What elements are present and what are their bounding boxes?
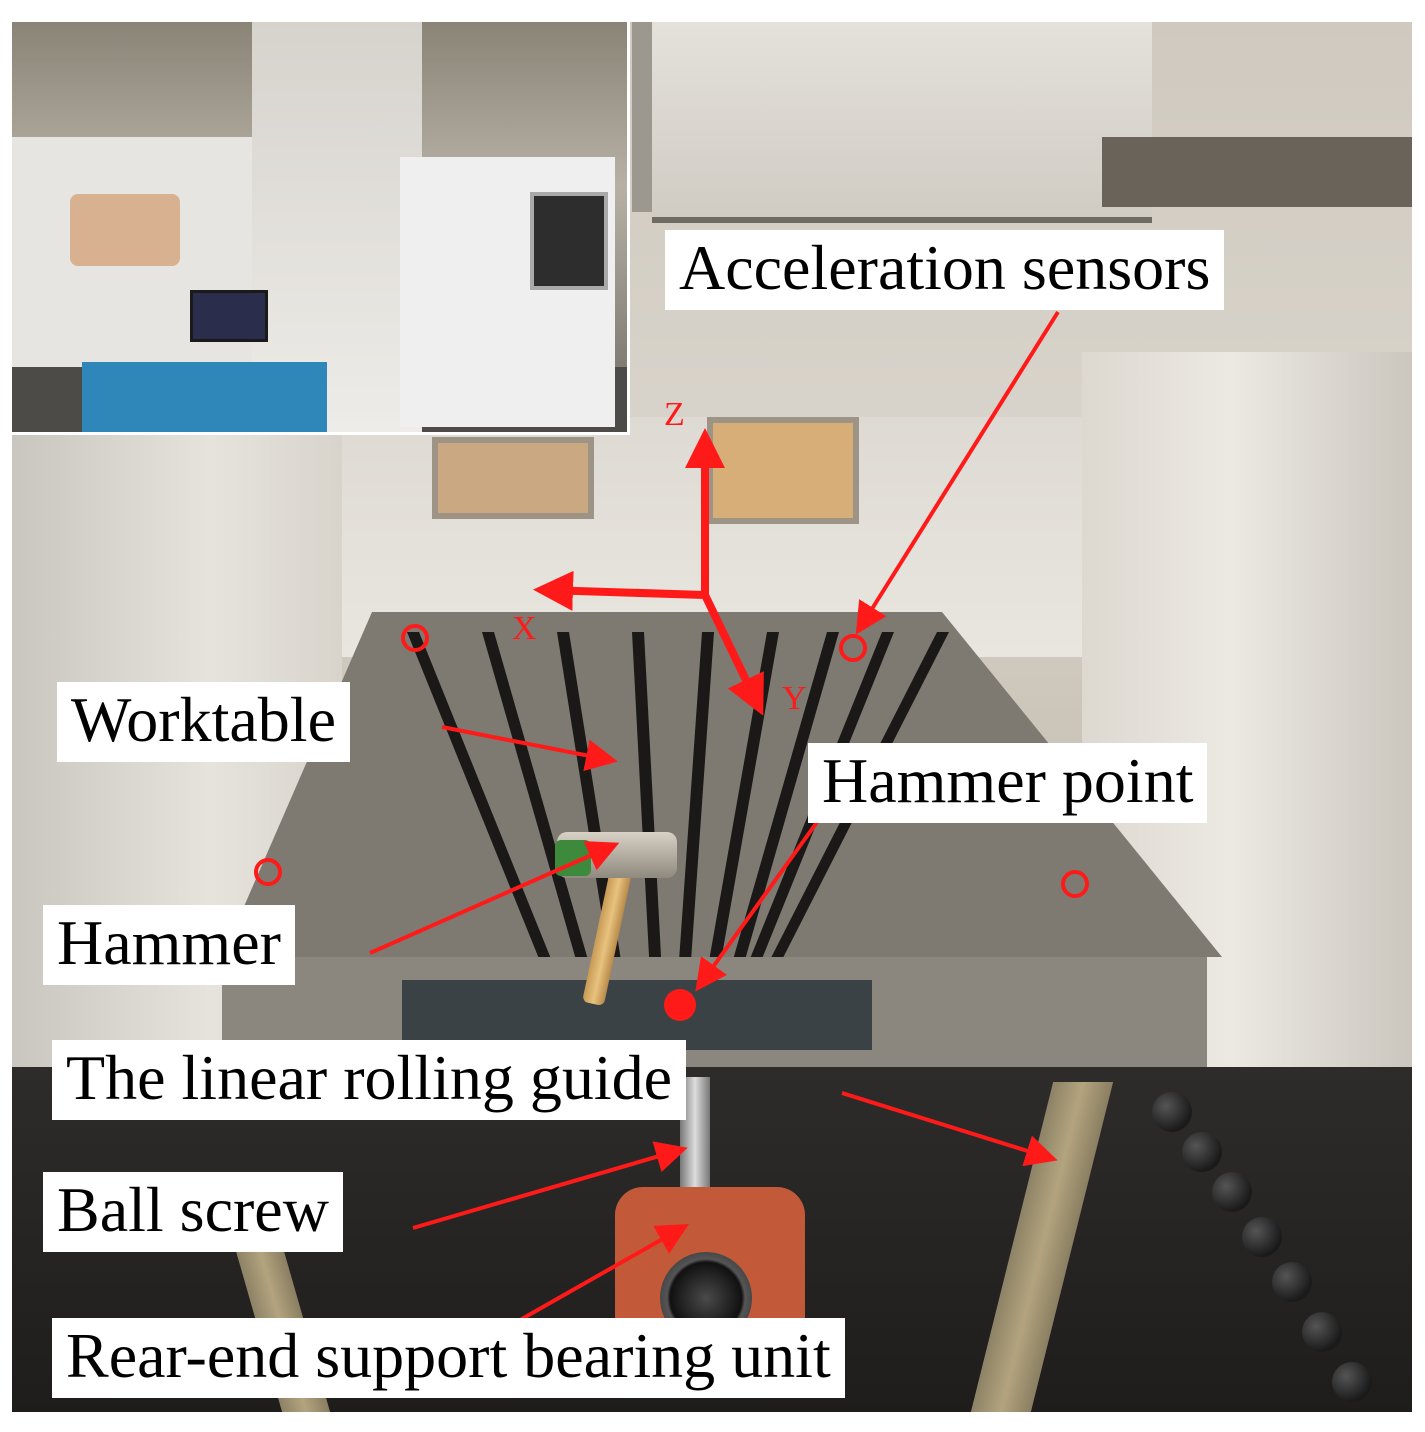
cable-chain-link	[1152, 1092, 1192, 1132]
worktable-front-panel	[402, 980, 872, 1050]
cable-chain-link	[1272, 1262, 1312, 1302]
gantry-beam	[652, 22, 1152, 223]
inset-laptop	[190, 290, 268, 342]
back-window-center	[707, 417, 859, 524]
cable-chain-link	[1212, 1172, 1252, 1212]
y-axis-label: Y	[782, 680, 807, 717]
ball-screw-label: Ball screw	[43, 1172, 343, 1252]
upper-rail	[1102, 137, 1412, 207]
inset-desk	[82, 362, 327, 432]
acceleration-sensors-label: Acceleration sensors	[665, 230, 1225, 310]
z-axis-label: Z	[664, 396, 685, 433]
hammer-tip	[555, 840, 591, 876]
worktable-label: Worktable	[57, 682, 350, 762]
inset-window	[70, 194, 180, 266]
cable-chain-link	[1332, 1362, 1372, 1402]
hammer-point-label: Hammer point	[808, 743, 1208, 823]
inset-photo	[12, 22, 630, 435]
cable-chain-link	[1182, 1132, 1222, 1172]
rear-end-support-label: Rear-end support bearing unit	[52, 1318, 845, 1398]
linear-rolling-guide-label: The linear rolling guide	[52, 1040, 687, 1120]
cable-chain-link	[1302, 1312, 1342, 1352]
hammer-label: Hammer	[43, 905, 295, 985]
back-window-left	[432, 437, 594, 519]
inset-control-panel	[530, 192, 608, 290]
x-axis-label: X	[512, 610, 537, 647]
cable-chain-link	[1242, 1217, 1282, 1257]
